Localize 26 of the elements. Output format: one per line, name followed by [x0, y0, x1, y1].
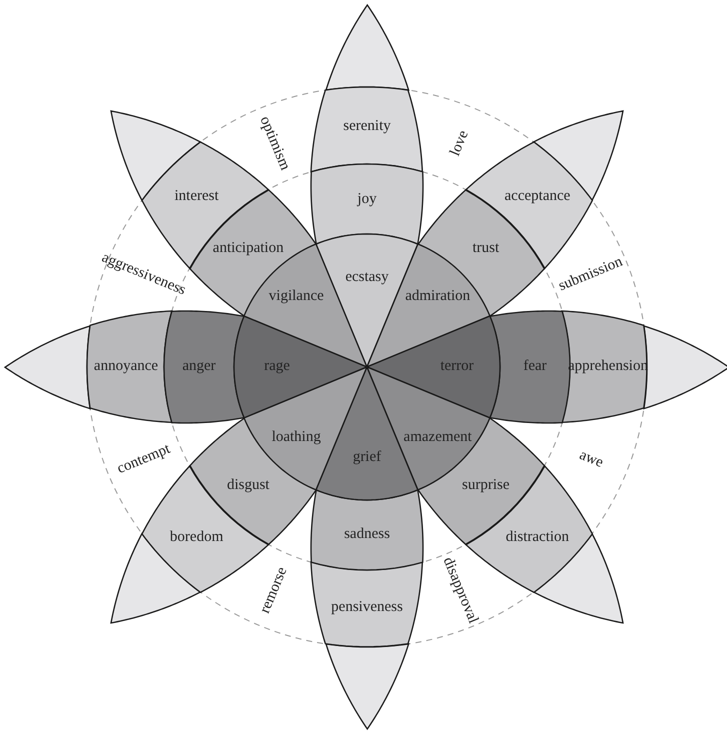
emotion-label: serenity — [343, 118, 391, 134]
emotion-label: surprise — [462, 478, 510, 494]
emotion-label: distraction — [506, 530, 570, 545]
emotion-label: trust — [472, 240, 500, 256]
emotion-label: fear — [523, 359, 547, 374]
emotion-label: loathing — [272, 430, 321, 446]
dyad-label: remorse — [258, 565, 291, 616]
emotion-label: joy — [357, 192, 377, 206]
emotion-label: annoyance — [94, 359, 158, 374]
dyad-label: awe — [576, 448, 605, 472]
dyad-label: love — [448, 128, 472, 158]
emotion-label: disgust — [226, 478, 270, 494]
emotion-label: amazement — [404, 430, 472, 446]
emotion-label: pensiveness — [331, 600, 403, 616]
emotion-label: anger — [182, 359, 216, 374]
emotion-label: boredom — [170, 530, 224, 545]
emotion-label: grief — [352, 450, 382, 464]
emotion-label: terror — [440, 359, 474, 374]
emotion-label: ecstasy — [345, 270, 389, 284]
emotion-label: acceptance — [504, 189, 570, 204]
emotion-label: rage — [264, 359, 290, 374]
emotion-label: admiration — [405, 288, 470, 304]
emotion-label: interest — [174, 189, 219, 204]
emotion-label: anticipation — [212, 240, 284, 256]
emotion-label: vigilance — [268, 288, 324, 304]
emotion-label: sadness — [344, 527, 390, 542]
